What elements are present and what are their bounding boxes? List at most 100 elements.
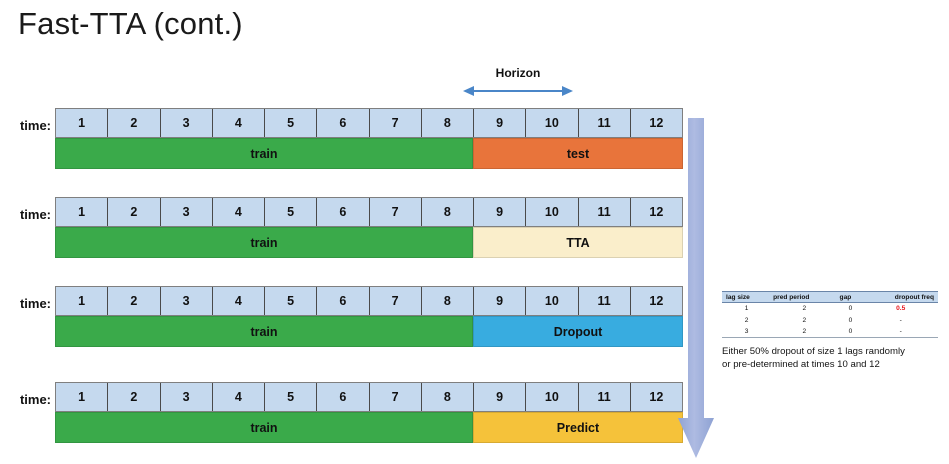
- time-cell: 12: [630, 198, 682, 226]
- time-cell: 1: [56, 198, 109, 226]
- segment-bars: train Predict: [55, 412, 683, 443]
- time-cell: 9: [474, 198, 527, 226]
- time-cell: 3: [160, 287, 213, 315]
- train-segment: train: [55, 412, 473, 443]
- time-cell: 5: [265, 198, 318, 226]
- cell-pred-period: 2: [802, 316, 807, 324]
- time-label: time:: [19, 296, 51, 311]
- panel-caption: Either 50% dropout of size 1 lags random…: [722, 345, 944, 371]
- time-cell: 2: [108, 383, 161, 411]
- time-cell: 10: [526, 287, 579, 315]
- time-cell: 10: [526, 383, 579, 411]
- parameter-table: lag size pred period gap dropout freq 1 …: [722, 291, 938, 339]
- segment-bars: train test: [55, 138, 683, 169]
- time-cell: 7: [369, 109, 422, 137]
- down-arrow-icon: [678, 118, 714, 458]
- train-segment: train: [55, 227, 473, 258]
- time-cell: 1: [56, 383, 109, 411]
- cell-gap: 0: [848, 316, 853, 324]
- tta-segment: TTA: [473, 227, 683, 258]
- time-cell: 6: [317, 287, 370, 315]
- time-cell: 1: [56, 287, 109, 315]
- time-cell: 4: [212, 198, 265, 226]
- time-cell: 12: [630, 109, 682, 137]
- header-pred-period: pred period: [771, 291, 838, 303]
- timeline-row-tta: time: 1 2 3 4 5 6 7 8 9 10 11 12 train T…: [20, 197, 683, 259]
- time-cell: 1: [56, 109, 109, 137]
- cell-lag-size: 3: [722, 325, 772, 339]
- caption-line-1: Either 50% dropout of size 1 lags random…: [722, 346, 905, 358]
- time-cell: 3: [160, 383, 213, 411]
- time-cell: 11: [578, 383, 631, 411]
- time-cell: 8: [421, 109, 474, 137]
- time-cell: 11: [578, 287, 631, 315]
- time-cell: 4: [212, 383, 265, 411]
- time-cell: 11: [578, 109, 631, 137]
- table-row: 2 2 0 -: [722, 314, 938, 325]
- cell-dropout-freq: -: [899, 316, 902, 324]
- time-cell: 4: [212, 287, 265, 315]
- time-cell: 2: [108, 287, 161, 315]
- table-header-row: lag size pred period gap dropout freq: [722, 291, 938, 303]
- time-cells: 1 2 3 4 5 6 7 8 9 10 11 12: [55, 197, 683, 227]
- time-label: time:: [19, 392, 51, 407]
- cell-gap: 0: [837, 325, 864, 339]
- timeline-row-test: time: 1 2 3 4 5 6 7 8 9 10 11 12 train t…: [20, 108, 683, 170]
- time-cell: 7: [369, 287, 422, 315]
- time-cell: 3: [160, 198, 213, 226]
- time-cells: 1 2 3 4 5 6 7 8 9 10 11 12: [55, 108, 683, 138]
- page-title: Fast-TTA (cont.): [18, 6, 243, 41]
- cell-gap: 0: [848, 305, 853, 313]
- time-cell: 11: [578, 198, 631, 226]
- time-cell: 10: [526, 198, 579, 226]
- caption-line-2: or pre-determined at times 10 and 12: [722, 359, 880, 371]
- time-label: time:: [19, 207, 51, 222]
- horizon-label: Horizon: [495, 66, 541, 80]
- time-cell: 8: [421, 198, 474, 226]
- header-lag-size: lag size: [722, 291, 772, 303]
- time-cell: 7: [369, 198, 422, 226]
- header-dropout-freq: dropout freq: [863, 291, 938, 303]
- double-headed-horizontal-arrow-icon: [463, 86, 573, 96]
- time-cell: 9: [474, 109, 527, 137]
- time-cell: 5: [265, 383, 318, 411]
- train-segment: train: [55, 316, 473, 347]
- time-cell: 12: [630, 383, 682, 411]
- table-row: 3 2 0 -: [722, 325, 938, 339]
- time-cell: 2: [108, 109, 161, 137]
- time-cell: 3: [160, 109, 213, 137]
- time-cell: 12: [630, 287, 682, 315]
- side-panel: lag size pred period gap dropout freq 1 …: [722, 291, 944, 371]
- time-cell: 9: [474, 287, 527, 315]
- time-cell: 6: [317, 109, 370, 137]
- test-segment: test: [473, 138, 683, 169]
- time-cell: 9: [474, 383, 527, 411]
- time-cell: 7: [369, 383, 422, 411]
- time-cell: 2: [108, 198, 161, 226]
- time-cells: 1 2 3 4 5 6 7 8 9 10 11 12: [55, 382, 683, 412]
- time-cell: 8: [421, 287, 474, 315]
- predict-segment: Predict: [473, 412, 683, 443]
- horizon-annotation: Horizon: [463, 66, 573, 102]
- time-cell: 5: [265, 287, 318, 315]
- time-cell: 8: [421, 383, 474, 411]
- segment-bars: train TTA: [55, 227, 683, 258]
- table-row: 1 2 0 0.5: [722, 303, 938, 315]
- time-cell: 5: [265, 109, 318, 137]
- time-cell: 6: [317, 383, 370, 411]
- timeline-row-dropout: time: 1 2 3 4 5 6 7 8 9 10 11 12 train D…: [20, 286, 683, 348]
- cell-lag-size: 2: [744, 316, 749, 324]
- segment-bars: train Dropout: [55, 316, 683, 347]
- time-label: time:: [19, 118, 51, 133]
- header-gap: gap: [837, 291, 864, 303]
- cell-lag-size: 1: [744, 305, 749, 313]
- time-cell: 10: [526, 109, 579, 137]
- cell-dropout-freq: 0.5: [896, 305, 906, 313]
- dropout-segment: Dropout: [473, 316, 683, 347]
- time-cells: 1 2 3 4 5 6 7 8 9 10 11 12: [55, 286, 683, 316]
- time-cell: 6: [317, 198, 370, 226]
- cell-pred-period: 2: [771, 325, 838, 339]
- train-segment: train: [55, 138, 473, 169]
- cell-pred-period: 2: [802, 305, 807, 313]
- timeline-row-predict: time: 1 2 3 4 5 6 7 8 9 10 11 12 train P…: [20, 382, 683, 444]
